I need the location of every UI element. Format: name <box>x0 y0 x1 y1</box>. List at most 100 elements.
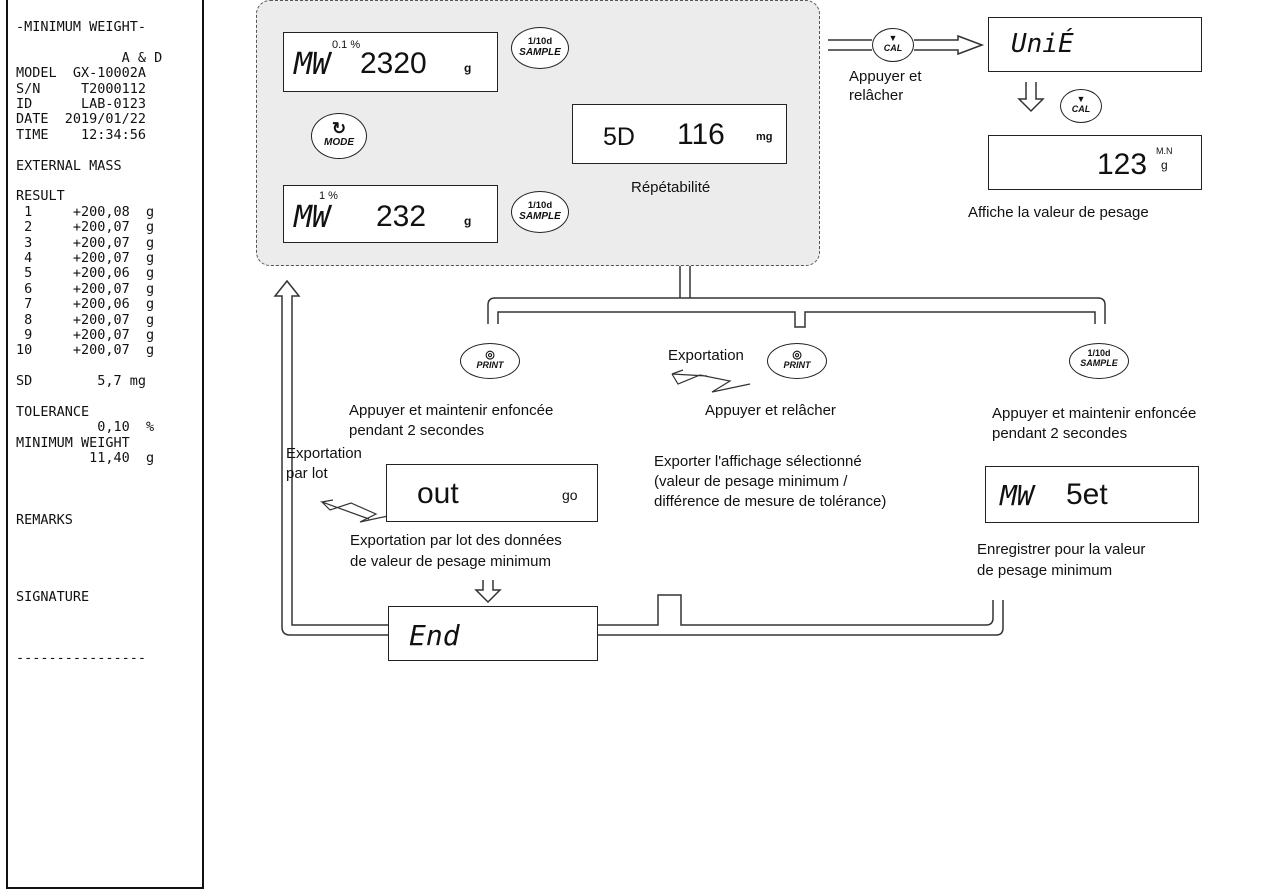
print-key-left[interactable]: ◎ PRINT <box>460 343 520 379</box>
display-text: 5et <box>1066 478 1108 511</box>
printout-line: REMARKS <box>16 511 73 528</box>
cal-key-top[interactable]: ▼ CAL <box>872 28 914 62</box>
printout-line: 7 +200,06 g <box>16 296 155 313</box>
printout-line: -MINIMUM WEIGHT- <box>16 19 147 35</box>
printout-line: RESULT <box>16 188 65 205</box>
printout-line: TIME 12:34:56 <box>16 126 147 143</box>
printout-line: ---------------- <box>16 650 147 667</box>
label-hold-2s-left-2: pendant 2 secondes <box>349 422 485 439</box>
label-export-selected-2: (valeur de pesage minimum / <box>654 473 848 490</box>
printout-line: 0,10 % <box>16 419 155 436</box>
printout-line: 9 +200,07 g <box>16 327 155 343</box>
sample-key-top[interactable]: 1/10d SAMPLE <box>511 27 569 69</box>
mode-key[interactable]: ↻ MODE <box>311 113 367 159</box>
label-batch-export-2: par lot <box>286 465 328 482</box>
flow-pipes <box>273 34 1106 636</box>
printout-line: S/N T2000112 <box>16 80 147 97</box>
display-end: End <box>388 606 598 661</box>
display-unit-bottom: g <box>1161 158 1168 172</box>
printout-line: 1 +200,08 g <box>16 203 155 220</box>
refresh-icon: ↻ <box>331 119 347 138</box>
printout-line: 8 +200,07 g <box>16 311 155 328</box>
label-press-release-cal-2: relâcher <box>849 87 904 104</box>
display-value: 2320 <box>360 47 427 80</box>
label-hold-2s-right-2: pendant 2 secondes <box>992 425 1128 442</box>
display-out: out go <box>386 464 598 522</box>
key-top-label: 1/10d <box>527 36 553 47</box>
display-prefix: MW <box>1000 479 1034 512</box>
label-press-release: Appuyer et relâcher <box>705 402 836 419</box>
display-unit: UniÉ <box>988 17 1202 72</box>
key-label: CAL <box>1071 104 1091 114</box>
display-text: out <box>417 477 459 510</box>
display-prefix: MW <box>294 200 331 235</box>
display-unit: g <box>464 61 472 75</box>
printout-line: 11,40 g <box>16 450 155 467</box>
clock-icon: ◎ <box>485 349 495 361</box>
printout-line: EXTERNAL MASS <box>16 157 122 174</box>
display-unit: mg <box>756 131 773 143</box>
label-batch-export-1: Exportation <box>286 445 362 462</box>
display-value: 123 <box>1097 148 1148 181</box>
down-triangle-icon: ▼ <box>888 33 898 43</box>
display-unit-top: M.N <box>1156 146 1173 156</box>
display-mw-1: 1 % MW 232 g <box>283 185 498 243</box>
printout-line: 6 +200,07 g <box>16 280 155 297</box>
printout-line: A & D <box>16 49 163 66</box>
display-repeatability: 5D 116 mg <box>572 104 787 164</box>
key-label: PRINT <box>783 360 811 370</box>
display-text: UniÉ <box>1011 29 1074 59</box>
display-prefix: 5D <box>603 123 635 151</box>
label-register-1: Enregistrer pour la valeur <box>977 541 1146 558</box>
clock-icon: ◎ <box>792 349 802 361</box>
down-triangle-icon: ▼ <box>1076 94 1086 104</box>
display-precision: 1 % <box>319 190 338 202</box>
key-label: SAMPLE <box>1080 358 1118 368</box>
key-label: SAMPLE <box>519 211 561 222</box>
printout-line: MINIMUM WEIGHT <box>16 434 130 451</box>
printout-line: TOLERANCE <box>16 404 90 420</box>
key-label: CAL <box>883 43 903 53</box>
display-value: 116 <box>677 118 725 151</box>
label-export-selected-1: Exporter l'affichage sélectionné <box>654 453 862 470</box>
label-export-selected-3: différence de mesure de tolérance) <box>654 493 887 510</box>
printout-line: ID LAB-0123 <box>16 96 147 112</box>
display-unit: g <box>464 214 472 228</box>
printout-line: 4 +200,07 g <box>16 250 155 266</box>
key-top-label: 1/10d <box>527 200 553 211</box>
printout-line: MODEL GX-10002A <box>16 65 147 82</box>
sample-key-right[interactable]: 1/10d SAMPLE <box>1069 343 1129 379</box>
label-hold-2s-right-1: Appuyer et maintenir enfoncée <box>992 405 1197 422</box>
printout-line: SD 5,7 mg <box>16 373 147 390</box>
printout-line: 2 +200,07 g <box>16 219 155 236</box>
printout-line: DATE 2019/01/22 <box>16 111 147 128</box>
display-mw-0-1: 0.1 % MW 2320 g <box>283 32 498 92</box>
display-precision: 0.1 % <box>332 39 361 51</box>
print-key-middle[interactable]: ◎ PRINT <box>767 343 827 379</box>
label-shows-weighing: Affiche la valeur de pesage <box>968 204 1149 221</box>
label-register-2: de pesage minimum <box>977 562 1113 579</box>
display-mw-set: MW 5et <box>985 466 1199 523</box>
export-bolts <box>319 369 751 523</box>
printout-line: SIGNATURE <box>16 588 90 605</box>
display-right: go <box>562 487 578 503</box>
key-label: SAMPLE <box>519 47 561 58</box>
key-label: MODE <box>324 137 354 148</box>
display-weighing: 123 M.N g <box>988 135 1202 190</box>
key-label: PRINT <box>476 360 504 370</box>
printout-line: 10 +200,07 g <box>16 342 155 359</box>
display-value: 232 <box>376 200 427 233</box>
label-press-release-cal-1: Appuyer et <box>849 68 922 85</box>
printout-line: 5 +200,06 g <box>16 265 155 282</box>
label-hold-2s-left-1: Appuyer et maintenir enfoncée <box>349 402 554 419</box>
sample-key-bottom[interactable]: 1/10d SAMPLE <box>511 191 569 233</box>
label-repeatability: Répétabilité <box>631 179 711 196</box>
display-prefix: MW <box>294 47 331 82</box>
cal-key-right[interactable]: ▼ CAL <box>1060 89 1102 123</box>
label-export: Exportation <box>668 347 744 364</box>
key-top-label: 1/10d <box>1087 348 1111 358</box>
label-batch-desc-1: Exportation par lot des données <box>350 532 562 549</box>
label-batch-desc-2: de valeur de pesage minimum <box>350 553 551 570</box>
display-text: End <box>409 619 460 652</box>
